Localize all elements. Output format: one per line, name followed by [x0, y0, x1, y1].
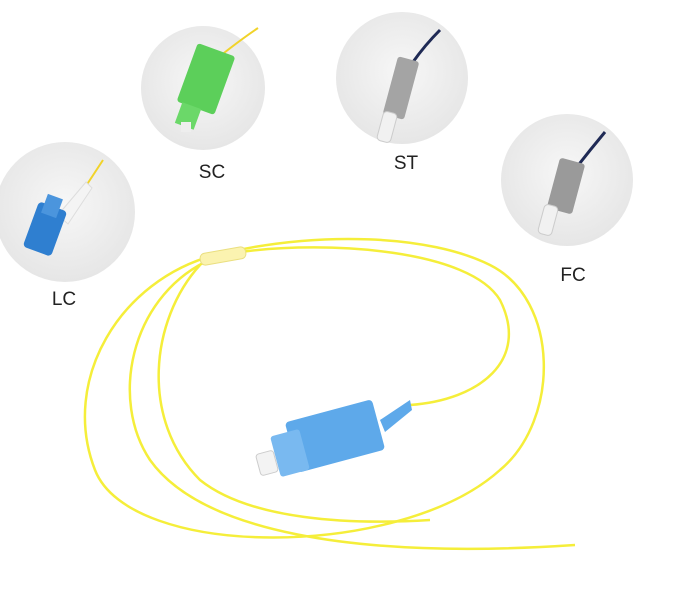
- yellow-fiber-cable: [83, 237, 576, 550]
- fc-label: FC: [560, 265, 586, 286]
- st-label: ST: [393, 153, 419, 174]
- fiber-sleeve: [199, 246, 247, 266]
- main-sc-connector-icon: [255, 400, 412, 477]
- st-connector-icon: [376, 28, 442, 143]
- sc-connector-icon: [174, 27, 259, 132]
- lc-label: LC: [51, 289, 77, 310]
- sc-label: SC: [198, 162, 226, 183]
- lc-connector-icon: [23, 159, 104, 256]
- fc-connector-icon: [537, 131, 607, 236]
